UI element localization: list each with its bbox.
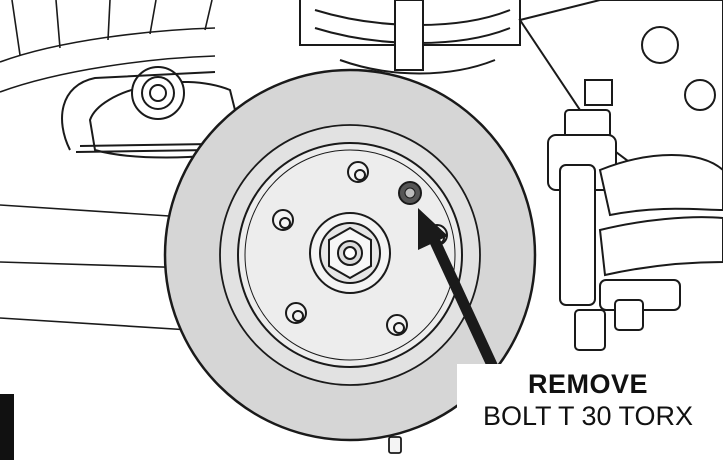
coil-spring [299,0,521,75]
callout-spec: BOLT T 30 TORX [482,401,694,431]
wheel-stud [285,302,307,324]
steering-knuckle [518,0,723,351]
wheel-stud [272,209,294,231]
wheel-stud [347,161,369,183]
brake-line [61,71,216,153]
hub-nut [309,212,391,294]
frame-rails [0,0,216,331]
pointer-arrow [418,208,503,381]
callout-label: REMOVE BOLT T 30 TORX [457,364,719,438]
rotor-bottom-fitting [388,436,402,454]
page-edge-tab [0,394,14,460]
torx-retaining-bolt [398,181,422,205]
callout-action: REMOVE [527,369,649,399]
wheel-stud [386,314,408,336]
